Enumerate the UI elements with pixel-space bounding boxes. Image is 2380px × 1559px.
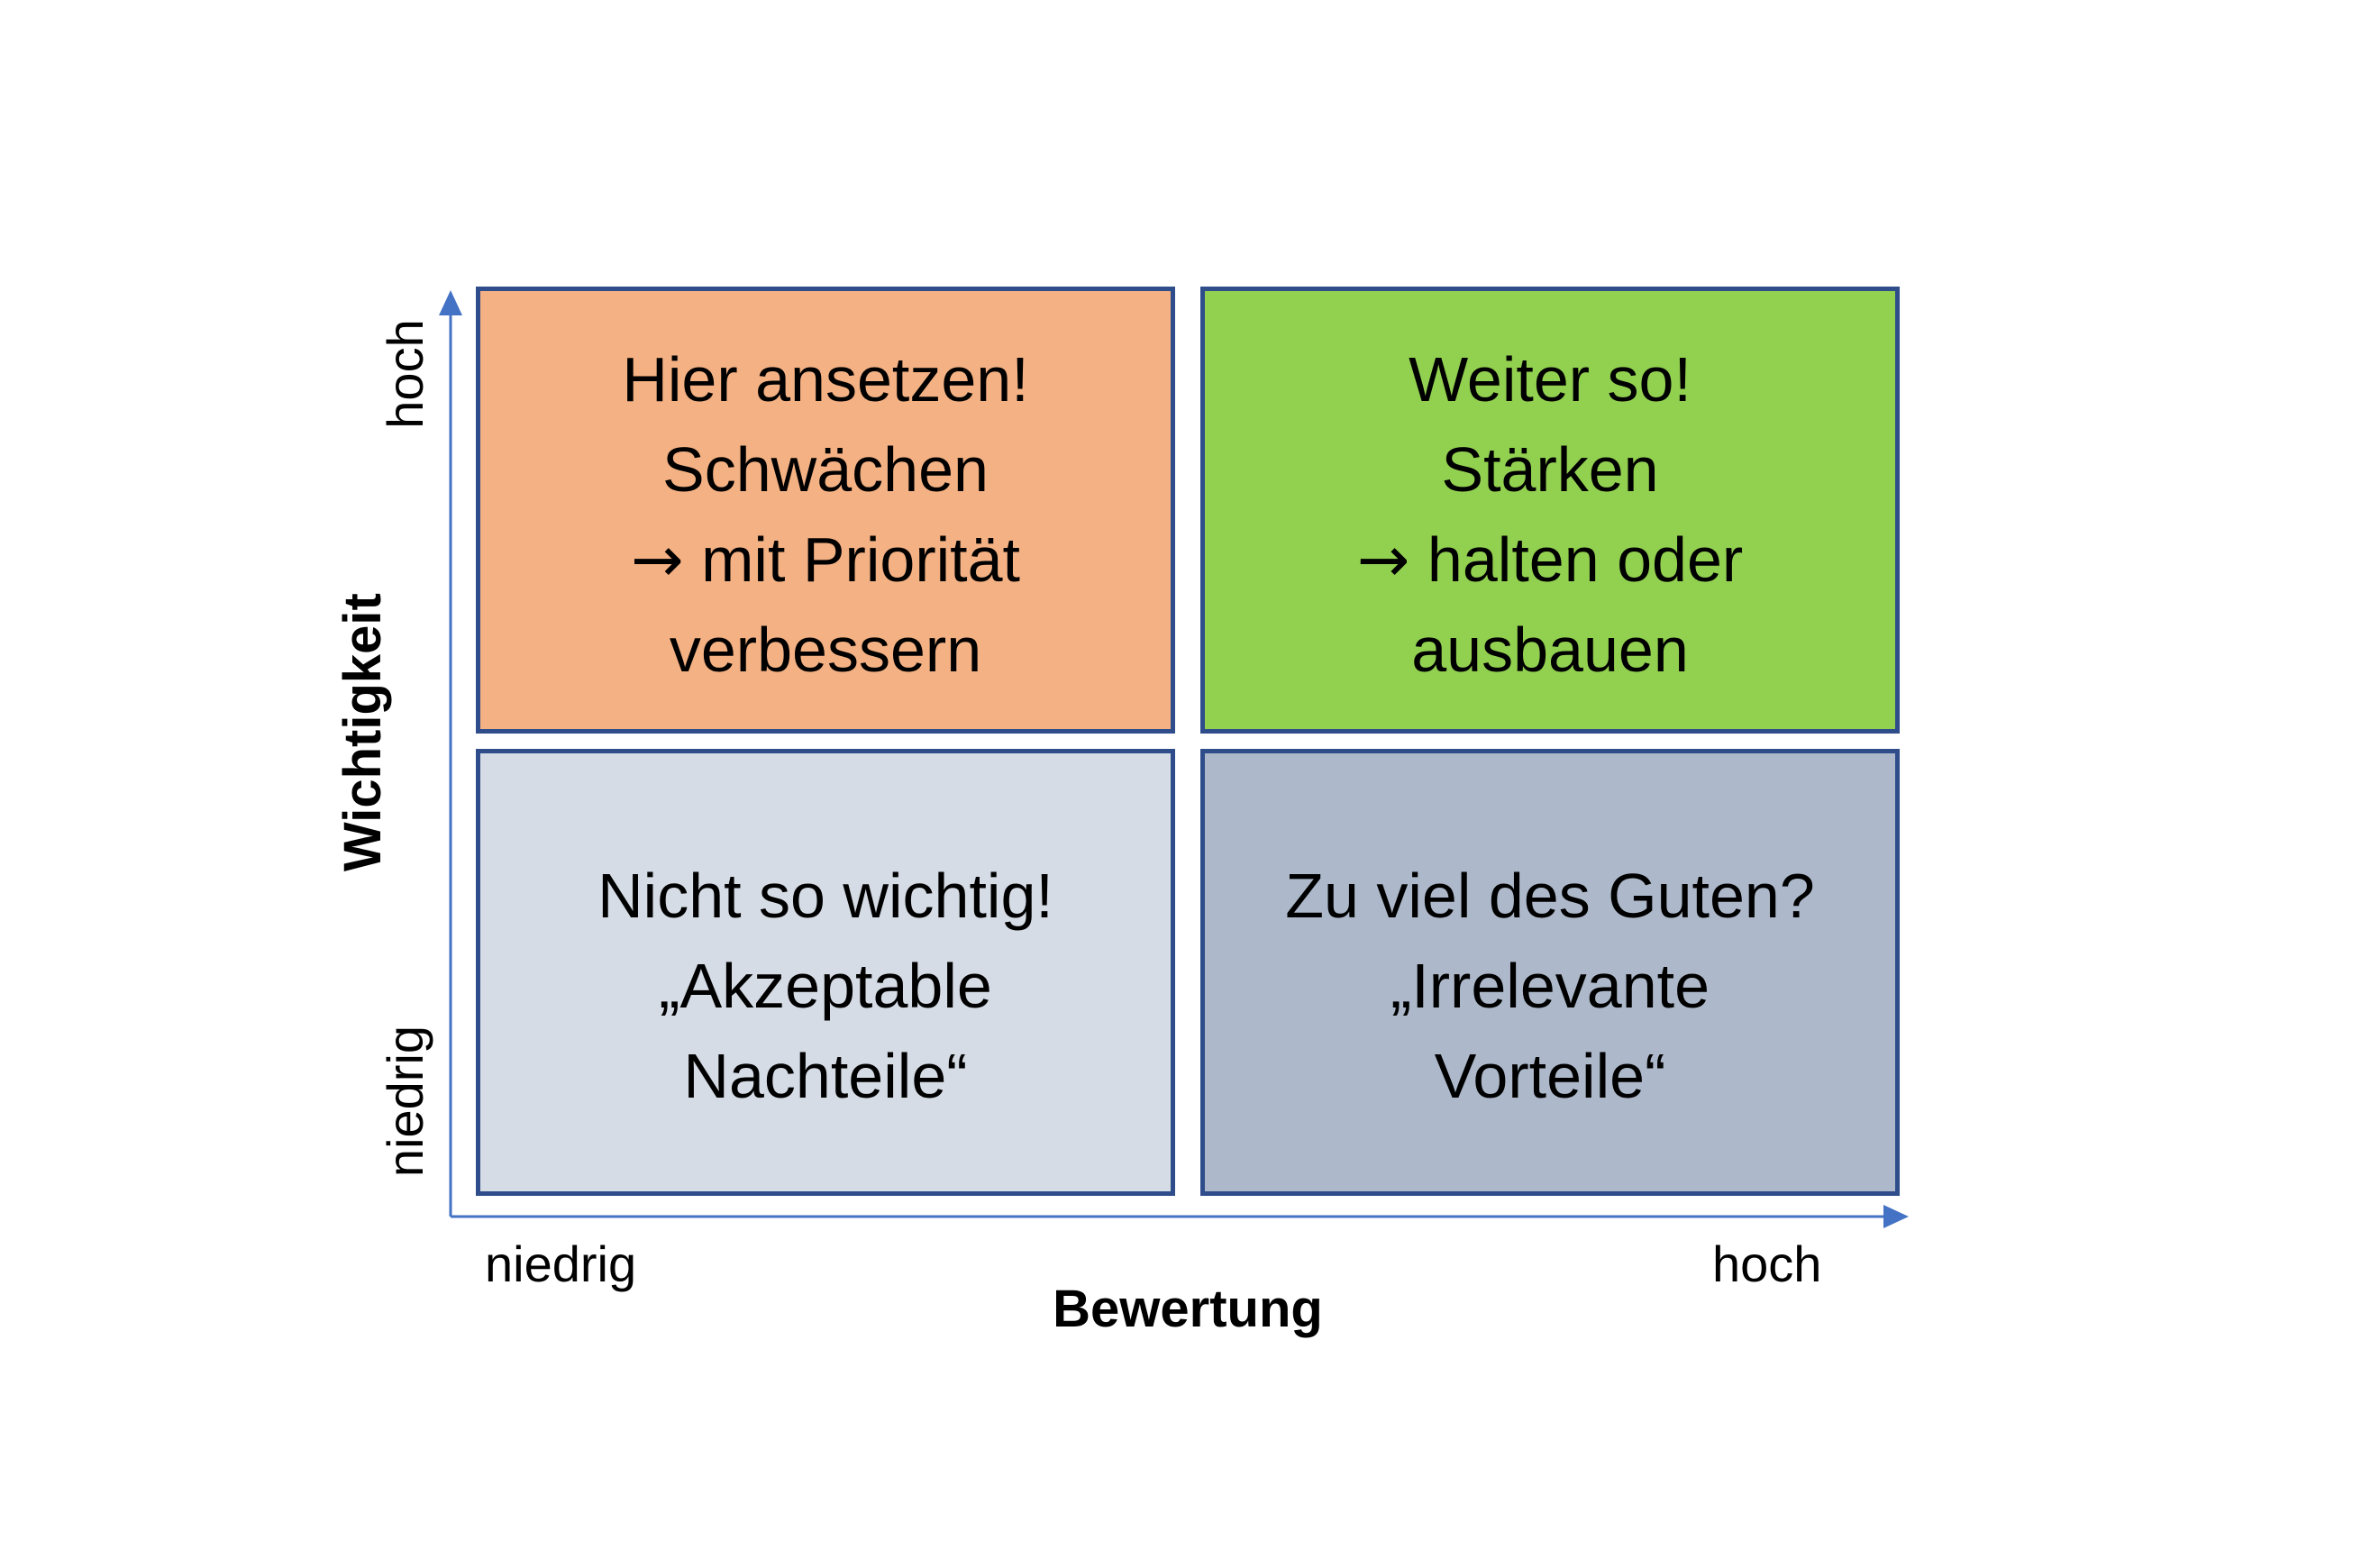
- arrow-right-icon: →: [1356, 523, 1410, 597]
- quadrant-line: Weiter so!: [1409, 344, 1692, 415]
- y-axis-arrowhead: [439, 290, 462, 315]
- quadrant-line: „Irrelevante: [1390, 951, 1710, 1021]
- quadrant-line: Nachteile“: [683, 1041, 968, 1111]
- quadrant-line: Schwächen: [662, 434, 989, 505]
- quadrant-line: „Akzeptable: [659, 951, 992, 1021]
- y-axis-low-label: niedrig: [377, 1025, 433, 1178]
- quadrant-line: verbessern: [669, 615, 982, 685]
- quadrant-line: → halten oder: [1357, 515, 1743, 605]
- quadrant-bottom-right: Zu viel des Guten? „Irrelevante Vorteile…: [1200, 749, 1900, 1196]
- quadrant-line: Hier ansetzen!: [622, 344, 1029, 415]
- y-axis-high-label: hoch: [377, 319, 433, 429]
- quadrant-line: ausbauen: [1411, 615, 1689, 685]
- x-axis-high-label: hoch: [1712, 1235, 1822, 1292]
- y-axis-title: Wichtigkeit: [333, 593, 392, 871]
- quadrant-line-text: mit Priorität: [701, 524, 1021, 595]
- quadrant-line: Vorteile“: [1434, 1041, 1666, 1111]
- quadrant-bottom-left: Nicht so wichtig! „Akzeptable Nachteile“: [476, 749, 1175, 1196]
- arrow-right-icon: →: [630, 523, 684, 597]
- quadrant-top-right: Weiter so! Stärken → halten oder ausbaue…: [1200, 287, 1900, 734]
- quadrant-top-left: Hier ansetzen! Schwächen → mit Priorität…: [476, 287, 1175, 734]
- x-axis-arrowhead: [1883, 1205, 1909, 1228]
- x-axis-title: Bewertung: [1053, 1280, 1323, 1338]
- quadrant-line: → mit Priorität: [631, 515, 1020, 605]
- quadrant-line-text: halten oder: [1427, 524, 1744, 595]
- quadrant-line: Stärken: [1441, 434, 1659, 505]
- quadrant-line: Zu viel des Guten?: [1285, 861, 1815, 931]
- x-axis-low-label: niedrig: [485, 1235, 637, 1292]
- quadrant-line: Nicht so wichtig!: [597, 861, 1053, 931]
